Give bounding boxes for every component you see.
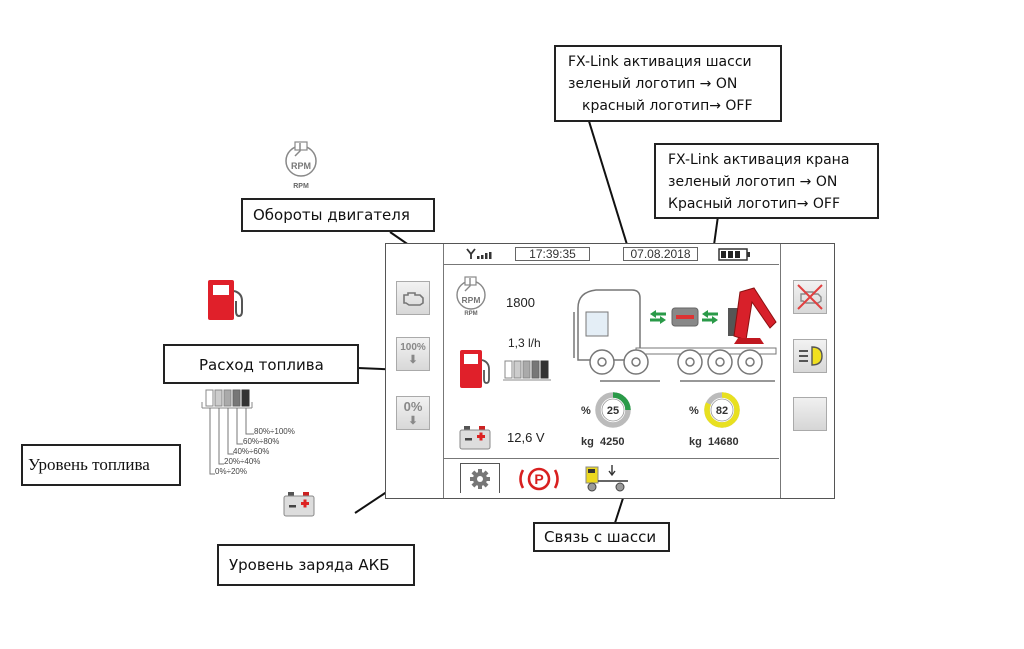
callout-fuel-consumption: Расход топлива xyxy=(163,344,359,384)
callout-line: зеленый логотип → ON xyxy=(668,174,838,190)
signal-icon xyxy=(466,248,492,259)
button-label: 0% xyxy=(403,399,423,414)
callout-chassis-link: Связь с шасси xyxy=(533,522,670,552)
truck-link-icon xyxy=(585,465,628,492)
truck-window xyxy=(585,311,609,337)
engine-check-button[interactable] xyxy=(396,281,430,315)
divider xyxy=(443,458,779,459)
gauge-value: 82 xyxy=(716,405,728,417)
svg-text:RPM: RPM xyxy=(462,295,481,305)
engine-check-icon xyxy=(403,292,424,306)
fuel-bar xyxy=(531,360,540,379)
button-label: 100% xyxy=(400,342,426,353)
fuel-bars-icon xyxy=(201,389,253,409)
callout-line: FX-Link активация шасси xyxy=(568,54,752,70)
clock: 17:39:35 xyxy=(515,247,590,261)
fuel-consumption-value: 1,3 l/h xyxy=(508,336,541,350)
fuel-pump-icon xyxy=(460,350,490,388)
display-screen: 17:39:35 07.08.2018 100% ⬇ 0% ⬇ RPM RPM … xyxy=(385,243,835,499)
svg-text:RPM: RPM xyxy=(464,311,477,317)
settings-button[interactable] xyxy=(460,463,500,493)
fuel-bar xyxy=(513,360,522,379)
chassis-load-gauge: 25 xyxy=(595,392,631,428)
headlight-icon xyxy=(799,346,823,366)
parking-brake-icon: P xyxy=(519,467,559,491)
rpm-icon: RPM RPM xyxy=(456,276,486,317)
blank-button[interactable] xyxy=(793,397,827,431)
fuel-bar xyxy=(522,360,531,379)
divider xyxy=(443,264,779,265)
fuel-level-bars xyxy=(503,360,551,381)
fuel-bar xyxy=(504,360,513,379)
crane-kg-label: kg xyxy=(689,436,702,448)
fuel-bars-legend xyxy=(200,388,260,410)
engine-off-icon xyxy=(797,284,823,310)
fuel-pump-icon xyxy=(208,280,243,320)
callout-line: FX-Link активация крана xyxy=(668,152,850,168)
fill-0-button[interactable]: 0% ⬇ xyxy=(396,396,430,430)
fuel-range-1: 0%÷20% xyxy=(215,467,247,476)
divider xyxy=(443,244,444,498)
truck-cab xyxy=(577,289,641,361)
callout-line: красный логотип→ OFF xyxy=(582,98,753,114)
svg-text:P: P xyxy=(534,471,543,487)
rpm-icon: RPM xyxy=(285,141,317,177)
gear-icon xyxy=(470,468,490,489)
svg-text:RPM: RPM xyxy=(291,161,311,171)
arrow-down-icon: ⬇ xyxy=(408,354,418,366)
callout-fuel-level: Уровень топлива xyxy=(21,444,181,486)
callout-battery-level: Уровень заряда АКБ xyxy=(217,544,415,586)
crane-load-gauge: 82 xyxy=(704,392,740,428)
chassis-kg-label: kg xyxy=(581,436,594,448)
gauge-value: 25 xyxy=(607,405,619,417)
fuel-range-3: 40%÷60% xyxy=(233,447,270,456)
truck-crane-illustration xyxy=(573,287,777,382)
battery-voltage-icon xyxy=(459,426,491,450)
headlight-button[interactable] xyxy=(793,339,827,373)
fill-100-button[interactable]: 100% ⬇ xyxy=(396,337,430,371)
callout-line: зеленый логотип → ON xyxy=(568,76,738,92)
battery-voltage-value: 12,6 V xyxy=(507,430,545,445)
gauge-arc xyxy=(595,392,631,428)
callout-fxlink-crane: FX-Link активация крана зеленый логотип … xyxy=(654,143,879,219)
engine-rpm-value: 1800 xyxy=(506,295,535,310)
legend-rpm: RPM RPM xyxy=(283,140,319,190)
fuel-range-2: 20%÷40% xyxy=(224,457,261,466)
battery-icon xyxy=(718,248,750,261)
callout-engine-rpm: Обороты двигателя xyxy=(241,198,435,232)
crane-kg-value: 14680 xyxy=(708,436,739,448)
callout-fxlink-chassis: FX-Link активация шасси зеленый логотип … xyxy=(554,45,782,122)
chassis-percent-label: % xyxy=(581,405,591,417)
fxlink-crane-icon xyxy=(702,310,718,324)
callout-line: Красный логотип→ OFF xyxy=(668,196,841,212)
crane-percent-label: % xyxy=(689,405,699,417)
crane-icon xyxy=(728,287,777,344)
date: 07.08.2018 xyxy=(623,247,698,261)
fxlink-chassis-icon xyxy=(650,310,666,324)
arrow-down-icon: ⬇ xyxy=(408,415,418,427)
fuel-range-4: 60%÷80% xyxy=(243,437,280,446)
gauge-arc xyxy=(704,392,740,428)
rpm-icon-label: RPM xyxy=(293,183,309,190)
divider xyxy=(780,244,781,498)
fuel-bar xyxy=(540,360,549,379)
battery-legend-icon xyxy=(283,492,315,517)
fuel-range-5: 80%÷100% xyxy=(254,427,295,436)
chassis-kg-value: 4250 xyxy=(600,436,625,448)
fuel-legend-lines xyxy=(209,408,254,475)
engine-off-button[interactable] xyxy=(793,280,827,314)
